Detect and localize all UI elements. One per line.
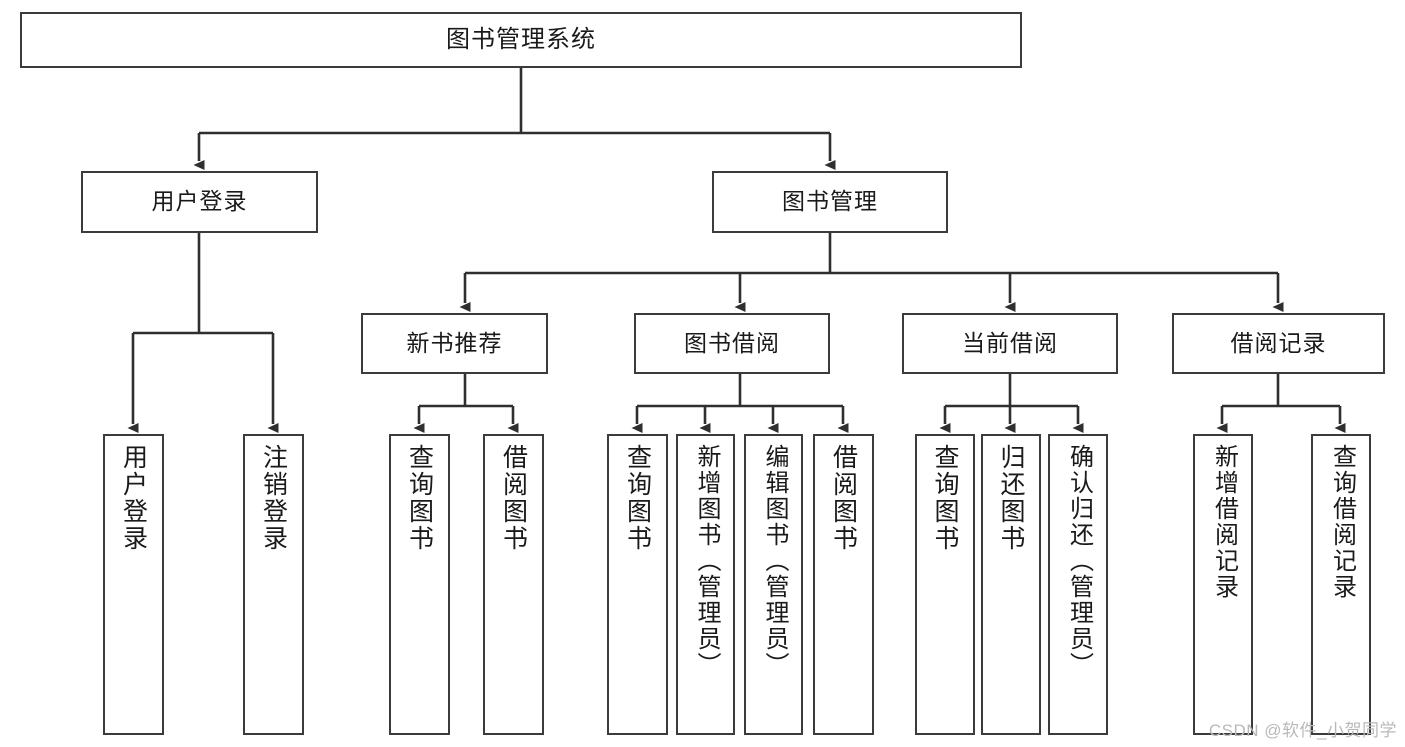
node-new-book-recommend[interactable]: 新书推荐: [361, 313, 548, 374]
leaf-add-book-label: 新增图书（管理员）: [692, 444, 720, 678]
leaf-edit-book[interactable]: 编辑图书（管理员）: [744, 434, 803, 735]
leaf-borrow-book-2-label: 借阅图书: [829, 444, 858, 552]
node-root[interactable]: 图书管理系统: [20, 12, 1022, 68]
node-new-book-recommend-label: 新书推荐: [406, 329, 503, 356]
leaf-add-record-label: 新增借阅记录: [1210, 444, 1238, 600]
node-root-label: 图书管理系统: [446, 25, 596, 53]
leaf-confirm-return-label: 确认归还（管理员）: [1065, 444, 1093, 678]
node-book-borrow[interactable]: 图书借阅: [634, 313, 830, 374]
leaf-add-record[interactable]: 新增借阅记录: [1193, 434, 1253, 735]
leaf-query-book-1-label: 查询图书: [405, 444, 434, 552]
node-user-login[interactable]: 用户登录: [81, 171, 318, 233]
node-book-manage[interactable]: 图书管理: [712, 171, 948, 233]
leaf-return-book-label: 归还图书: [997, 444, 1025, 552]
leaf-query-book-2[interactable]: 查询图书: [607, 434, 668, 735]
leaf-user-login[interactable]: 用户登录: [103, 434, 164, 735]
leaf-query-book-3-label: 查询图书: [931, 444, 959, 552]
leaf-return-book[interactable]: 归还图书: [981, 434, 1041, 735]
leaf-borrow-book-2[interactable]: 借阅图书: [813, 434, 874, 735]
leaf-edit-book-label: 编辑图书（管理员）: [760, 444, 788, 678]
leaf-logout[interactable]: 注销登录: [243, 434, 304, 735]
node-book-borrow-label: 图书借阅: [684, 329, 780, 356]
node-book-manage-label: 图书管理: [782, 188, 878, 215]
node-current-borrow[interactable]: 当前借阅: [902, 313, 1118, 374]
node-borrow-record[interactable]: 借阅记录: [1172, 313, 1385, 374]
leaf-user-login-label: 用户登录: [119, 444, 148, 552]
leaf-query-record[interactable]: 查询借阅记录: [1311, 434, 1371, 735]
node-current-borrow-label: 当前借阅: [962, 329, 1058, 356]
leaf-query-book-1[interactable]: 查询图书: [389, 434, 450, 735]
leaf-logout-label: 注销登录: [259, 444, 288, 552]
leaf-confirm-return[interactable]: 确认归还（管理员）: [1048, 434, 1108, 735]
watermark: CSDN @软件_小贺同学: [1208, 721, 1397, 740]
leaf-add-book[interactable]: 新增图书（管理员）: [676, 434, 735, 735]
leaf-query-book-3[interactable]: 查询图书: [915, 434, 975, 735]
leaf-borrow-book-1-label: 借阅图书: [499, 444, 528, 552]
node-user-login-label: 用户登录: [151, 188, 248, 215]
leaf-query-book-2-label: 查询图书: [623, 444, 652, 552]
leaf-query-record-label: 查询借阅记录: [1328, 444, 1356, 600]
node-borrow-record-label: 借阅记录: [1230, 329, 1327, 356]
leaf-borrow-book-1[interactable]: 借阅图书: [483, 434, 544, 735]
